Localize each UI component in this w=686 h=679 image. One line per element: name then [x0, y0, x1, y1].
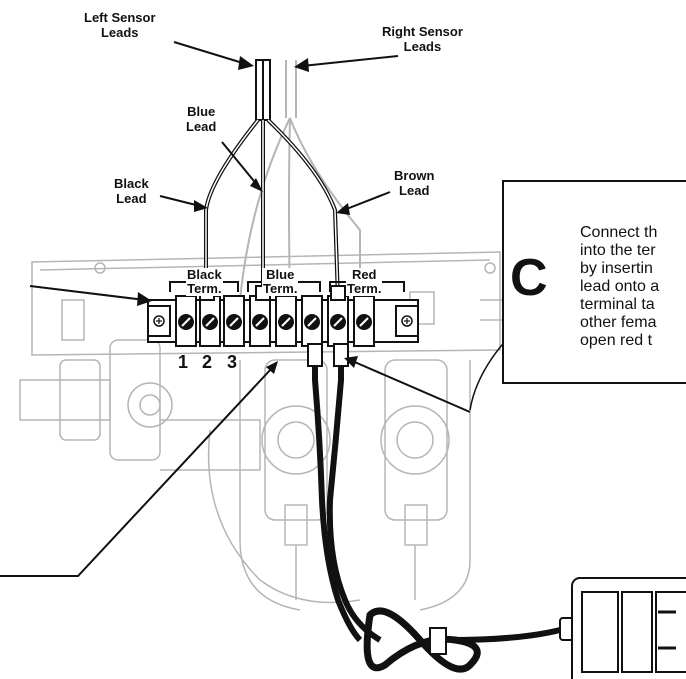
terminal-number-3: 3	[227, 352, 238, 372]
red-term-label: Red Term.	[346, 267, 383, 296]
callout-line: open red t	[580, 332, 653, 349]
blue-lead-label: Blue Lead	[186, 104, 217, 134]
callout-line: other fema	[580, 314, 657, 331]
power-cord	[312, 366, 561, 673]
callout-line: by insertin	[580, 260, 653, 277]
left-sensor-leads	[204, 59, 340, 301]
background-assembly	[19, 251, 520, 611]
right-sensor-leads-label: Right Sensor Leads	[382, 24, 463, 54]
plug-transformer	[559, 577, 686, 679]
left-sensor-leads-label: Left Sensor Leads	[84, 10, 156, 40]
black-term-label: Black Term.	[186, 267, 223, 296]
callout-line: terminal ta	[580, 296, 655, 313]
callout-line: into the ter	[580, 242, 656, 259]
brown-lead-label: Brown Lead	[394, 168, 435, 198]
pointer-lines	[0, 41, 561, 577]
callout-line: Connect th	[580, 224, 658, 241]
terminal-strip	[147, 285, 419, 367]
callout-letter: C	[510, 249, 548, 307]
arrow-heads	[137, 56, 358, 374]
terminal-number-1: 1	[178, 352, 189, 372]
callout-line: lead onto a	[580, 278, 660, 295]
black-lead-label: Black Lead	[114, 176, 149, 206]
callout-text: Connect th into the ter by insertin lead…	[580, 224, 686, 350]
blue-term-label: Blue Term.	[262, 267, 299, 296]
terminal-number-2: 2	[202, 352, 213, 372]
step-c-callout: C Connect th into the ter by insertin le…	[502, 180, 686, 384]
